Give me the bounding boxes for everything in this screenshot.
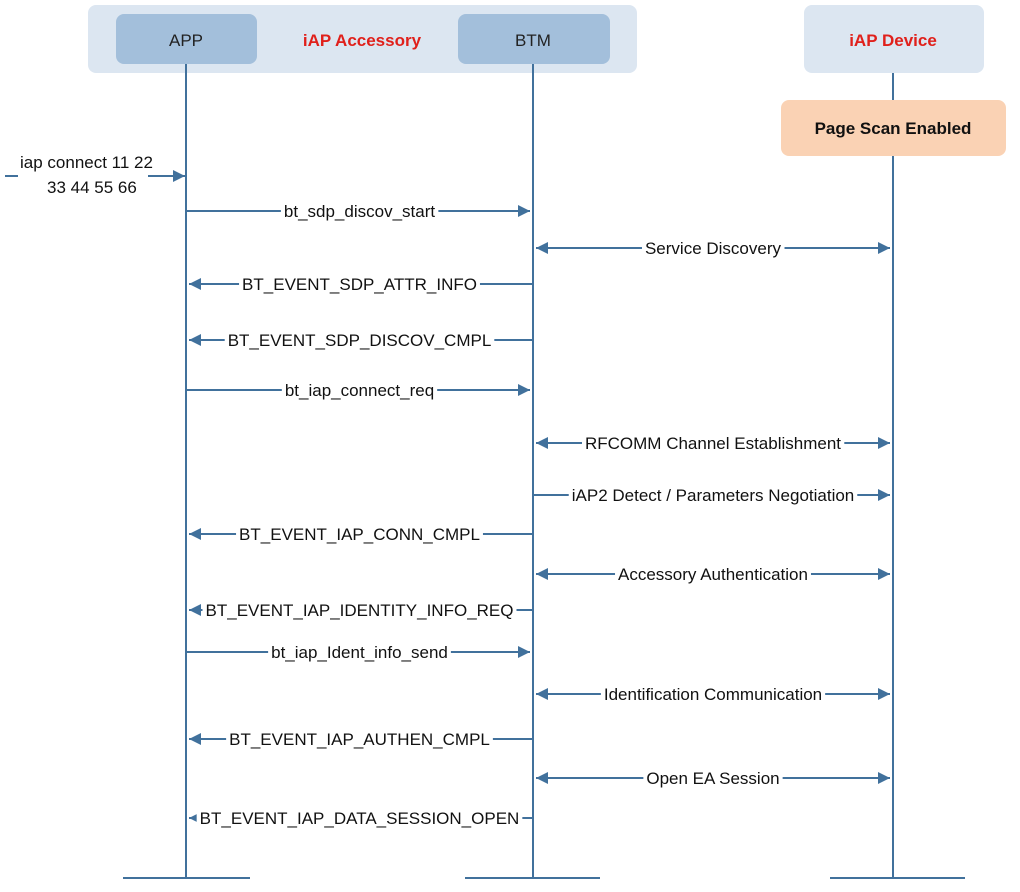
page-scan-note-label: Page Scan Enabled <box>815 119 972 138</box>
message-label: bt_sdp_discov_start <box>284 202 435 221</box>
message-label-background <box>224 331 495 350</box>
message-label: BT_EVENT_IAP_DATA_SESSION_OPEN <box>200 809 520 828</box>
message-label-background <box>268 643 451 662</box>
message-label-background <box>643 769 783 788</box>
message-label-background <box>236 525 483 544</box>
message-label: Identification Communication <box>604 685 822 704</box>
message-label-background <box>581 434 845 453</box>
message-label: BT_EVENT_SDP_DISCOV_CMPL <box>228 331 492 350</box>
app-actor-label: APP <box>169 31 203 50</box>
message-label-background <box>202 601 517 620</box>
page-scan-note <box>781 100 1006 156</box>
command-line-2: 33 44 55 66 <box>47 178 137 197</box>
message-label: Accessory Authentication <box>618 565 808 584</box>
message-label-background <box>600 685 826 704</box>
app-actor-box <box>116 14 257 64</box>
message-label: Open EA Session <box>646 769 779 788</box>
message-label: BT_EVENT_IAP_AUTHEN_CMPL <box>229 730 490 749</box>
btm-actor-box <box>458 14 610 64</box>
message-label: iAP2 Detect / Parameters Negotiation <box>572 486 855 505</box>
message-label: BT_EVENT_IAP_IDENTITY_INFO_REQ <box>206 601 514 620</box>
message-label: BT_EVENT_IAP_CONN_CMPL <box>239 525 480 544</box>
btm-actor-label: BTM <box>515 31 551 50</box>
message-label-background <box>239 275 480 294</box>
message-label-background <box>226 730 493 749</box>
message-label-background <box>615 565 811 584</box>
accessory-group-label: iAP Accessory <box>303 31 422 50</box>
device-group-box <box>804 5 984 73</box>
message-label: RFCOMM Channel Establishment <box>585 434 841 453</box>
message-label-background <box>641 239 785 258</box>
message-label: Service Discovery <box>645 239 782 258</box>
device-group-label: iAP Device <box>849 31 937 50</box>
message-label-background <box>280 202 439 221</box>
message-label-background <box>196 809 523 828</box>
command-line-1: iap connect 11 22 <box>20 153 153 172</box>
message-label: bt_iap_connect_req <box>285 381 434 400</box>
message-label-background <box>281 381 438 400</box>
message-label: bt_iap_Ident_info_send <box>271 643 448 662</box>
message-label: BT_EVENT_SDP_ATTR_INFO <box>242 275 477 294</box>
message-label-background <box>568 486 858 505</box>
